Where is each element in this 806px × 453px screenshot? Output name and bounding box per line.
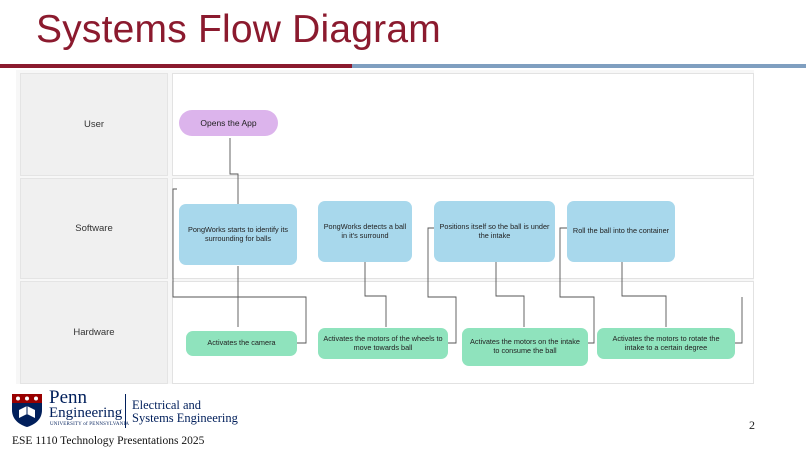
title-rule-blue — [352, 64, 806, 68]
swimlane-diagram: User Software Hardware Opens the App Pon… — [16, 70, 754, 384]
slide-title: Systems Flow Diagram — [36, 8, 441, 51]
logo-department: Electrical and Systems Engineering — [132, 399, 238, 425]
connector-detect-to-wheels — [364, 262, 387, 327]
node-detect: PongWorks detects a ball in it's surroun… — [318, 201, 412, 262]
node-identify: PongWorks starts to identify its surroun… — [179, 204, 297, 265]
node-camera: Activates the camera — [186, 331, 297, 356]
connector-wheels-to-position — [427, 227, 457, 344]
connector-roll-to-rotate — [621, 262, 667, 327]
penn-shield-icon — [12, 394, 42, 427]
connectors — [172, 138, 743, 344]
node-rotate: Activates the motors to rotate the intak… — [597, 328, 735, 359]
footer-text: ESE 1110 Technology Presentations 2025 — [12, 435, 205, 447]
node-intake: Activates the motors on the intake to co… — [462, 328, 588, 366]
penn-engineering-logo: Penn Engineering UNIVERSITY of PENNSYLVA… — [10, 387, 250, 432]
node-position: Positions itself so the ball is under th… — [434, 201, 555, 262]
logo-university: UNIVERSITY of PENNSYLVANIA — [50, 422, 130, 427]
lane-label-software: Software — [20, 178, 168, 279]
title-rule-red — [0, 64, 352, 68]
logo-divider — [125, 394, 126, 428]
connector-rotate-exit — [735, 297, 743, 344]
node-wheels: Activates the motors of the wheels to mo… — [318, 328, 448, 359]
logo-penn: Penn — [49, 387, 87, 408]
node-open-app: Opens the App — [179, 110, 278, 136]
page-number: 2 — [749, 418, 755, 432]
lane-label-user: User — [20, 73, 168, 176]
connector-app-to-identify — [229, 138, 239, 205]
logo-engineering: Engineering — [49, 405, 123, 421]
connector-intake-to-roll — [559, 227, 595, 344]
logo-dept-line2: Systems Engineering — [132, 411, 238, 425]
logo-dept-line1: Electrical and — [132, 398, 202, 412]
connector-camera-to-detect — [172, 188, 307, 344]
node-roll: Roll the ball into the container — [567, 201, 675, 262]
connector-position-to-intake — [495, 262, 525, 327]
lane-label-hardware: Hardware — [20, 281, 168, 384]
